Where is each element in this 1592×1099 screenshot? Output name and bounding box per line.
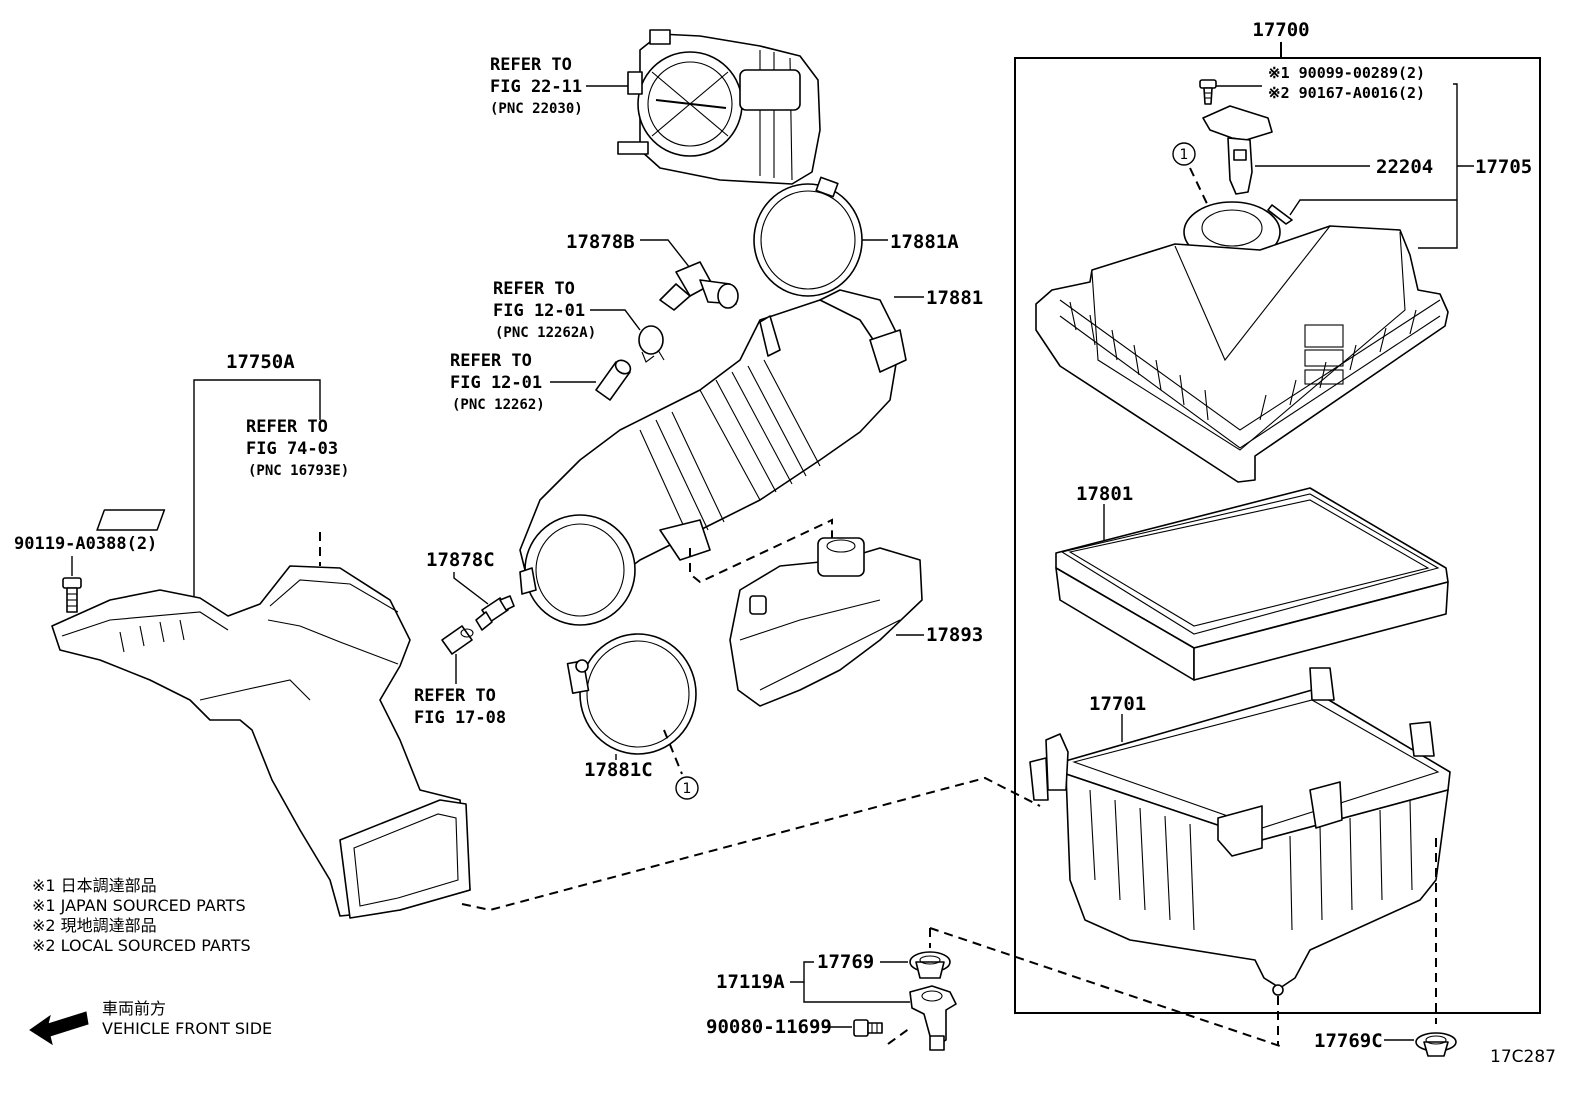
part-label-17769c[interactable]: 17769C bbox=[1314, 1030, 1383, 1052]
circle-ref-top bbox=[1172, 142, 1196, 166]
part-label-22204[interactable]: 22204 bbox=[1376, 156, 1433, 178]
ref-1-line3: (PNC 22030) bbox=[490, 101, 583, 117]
ref-1-line1: REFER TO bbox=[490, 55, 572, 75]
leader-17119a-upper bbox=[790, 961, 814, 983]
part-label-90119[interactable]: 90119-A0388(2) bbox=[14, 534, 157, 554]
dash-17769-to-case bbox=[929, 927, 1281, 1047]
resonator-17893 bbox=[729, 537, 923, 707]
leader-17750a bbox=[193, 379, 321, 608]
screw-90099 bbox=[1199, 79, 1262, 105]
label-sticker-16793e bbox=[96, 509, 166, 531]
grommet-17769c bbox=[1415, 1032, 1457, 1057]
ref-5-line1: REFER TO bbox=[414, 686, 496, 706]
ref-3-line2: FIG 12-01 bbox=[450, 373, 542, 393]
part-label-17119a[interactable]: 17119A bbox=[716, 971, 785, 993]
dash-hose-to-resonator bbox=[689, 518, 833, 584]
front-arrow-icon bbox=[29, 1011, 89, 1046]
ref-3-line3: (PNC 12262) bbox=[452, 397, 545, 413]
part-label-17701[interactable]: 17701 bbox=[1089, 693, 1146, 715]
part-label-17878c[interactable]: 17878C bbox=[426, 549, 495, 571]
diagram-id: 17C287 bbox=[1490, 1047, 1556, 1067]
dash-circle-top bbox=[1189, 167, 1211, 211]
note-1-jp: ※1 日本調達部品 bbox=[32, 876, 157, 895]
clip-12262a bbox=[638, 325, 665, 363]
air-flow-meter-22204 bbox=[1202, 105, 1293, 225]
ref-3-line1: REFER TO bbox=[450, 351, 532, 371]
intake-duct-17750a bbox=[51, 565, 471, 919]
grommet-17769 bbox=[909, 951, 951, 979]
direction-en: VEHICLE FRONT SIDE bbox=[102, 1019, 272, 1038]
note-2-en: ※2 LOCAL SOURCED PARTS bbox=[32, 936, 251, 955]
dash-duct-to-case bbox=[461, 776, 1041, 912]
circle-ref-bottom bbox=[675, 776, 699, 800]
direction-jp: 車両前方 bbox=[102, 999, 166, 1018]
ref-5-line2: FIG 17-08 bbox=[414, 708, 506, 728]
air-cleaner-cap bbox=[1035, 201, 1449, 483]
ref-2-line3: (PNC 12262A) bbox=[495, 325, 596, 341]
bolt-90080 bbox=[853, 1019, 883, 1037]
hose-piece bbox=[441, 625, 474, 655]
check-valve-17878c bbox=[475, 595, 515, 631]
dash-90080 bbox=[887, 1027, 911, 1045]
ref-4-line1: REFER TO bbox=[246, 417, 328, 437]
throttle-body bbox=[617, 29, 821, 185]
air-filter-element-17801 bbox=[1055, 487, 1449, 681]
intake-hose-17881 bbox=[519, 289, 907, 626]
dash-circle-bottom bbox=[663, 729, 683, 775]
part-label-17881a[interactable]: 17881A bbox=[890, 231, 959, 253]
leader-ref-2 bbox=[590, 309, 641, 331]
air-cleaner-case-17701 bbox=[1029, 667, 1451, 996]
ref-4-line2: FIG 74-03 bbox=[246, 439, 338, 459]
bolt-label-1[interactable]: ※1 90099-00289(2) bbox=[1268, 64, 1425, 82]
leader-17119a-lower bbox=[803, 982, 910, 1003]
hose-12262 bbox=[595, 359, 632, 401]
part-label-17705[interactable]: 17705 bbox=[1475, 156, 1532, 178]
circle-ref-top-text: 1 bbox=[1180, 147, 1189, 163]
ref-4-line3: (PNC 16793E) bbox=[248, 463, 349, 479]
part-label-17893[interactable]: 17893 bbox=[926, 624, 983, 646]
ref-2-line2: FIG 12-01 bbox=[493, 301, 585, 321]
bolt-label-2[interactable]: ※2 90167-A0016(2) bbox=[1268, 84, 1425, 102]
part-label-17801[interactable]: 17801 bbox=[1076, 483, 1133, 505]
leader-17878b bbox=[640, 239, 691, 269]
bracket-17119a bbox=[909, 985, 957, 1051]
note-1-en: ※1 JAPAN SOURCED PARTS bbox=[32, 896, 246, 915]
part-label-17881c[interactable]: 17881C bbox=[584, 759, 653, 781]
ref-2-line1: REFER TO bbox=[493, 279, 575, 299]
bracket-lines-17705 bbox=[1255, 83, 1474, 249]
part-label-90080[interactable]: 90080-11699 bbox=[706, 1016, 832, 1038]
bolt-90119 bbox=[62, 577, 82, 613]
part-label-17769[interactable]: 17769 bbox=[817, 951, 874, 973]
hose-elbow-17878b bbox=[659, 261, 739, 311]
ref-1-line2: FIG 22-11 bbox=[490, 77, 582, 97]
part-label-17881[interactable]: 17881 bbox=[926, 287, 983, 309]
leader-17878c bbox=[453, 572, 489, 605]
note-2-jp: ※2 現地調達部品 bbox=[32, 916, 157, 935]
part-label-17700[interactable]: 17700 bbox=[1252, 19, 1309, 41]
part-label-17878b[interactable]: 17878B bbox=[566, 231, 635, 253]
part-label-17750a[interactable]: 17750A bbox=[226, 351, 295, 373]
hose-clamp-17881a bbox=[753, 176, 863, 297]
hose-clamp-17881c bbox=[566, 633, 697, 755]
circle-ref-bottom-text: 1 bbox=[683, 781, 692, 797]
